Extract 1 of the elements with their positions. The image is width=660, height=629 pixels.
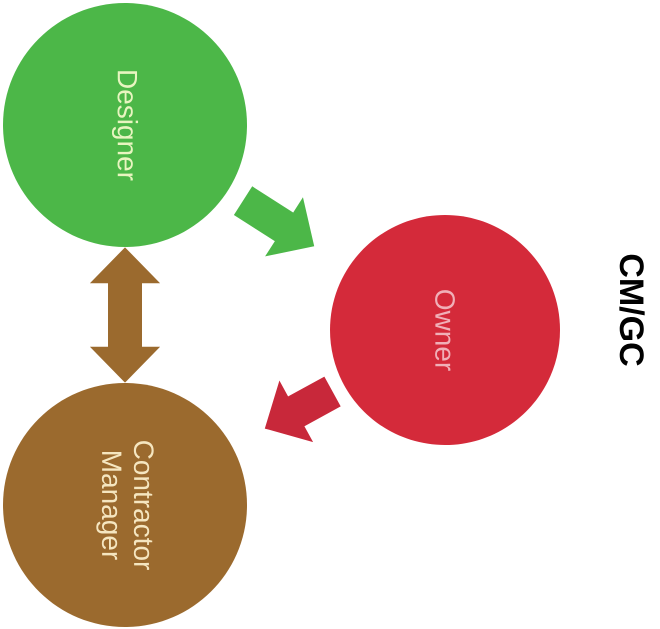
title: CM/GC (619, 254, 645, 366)
